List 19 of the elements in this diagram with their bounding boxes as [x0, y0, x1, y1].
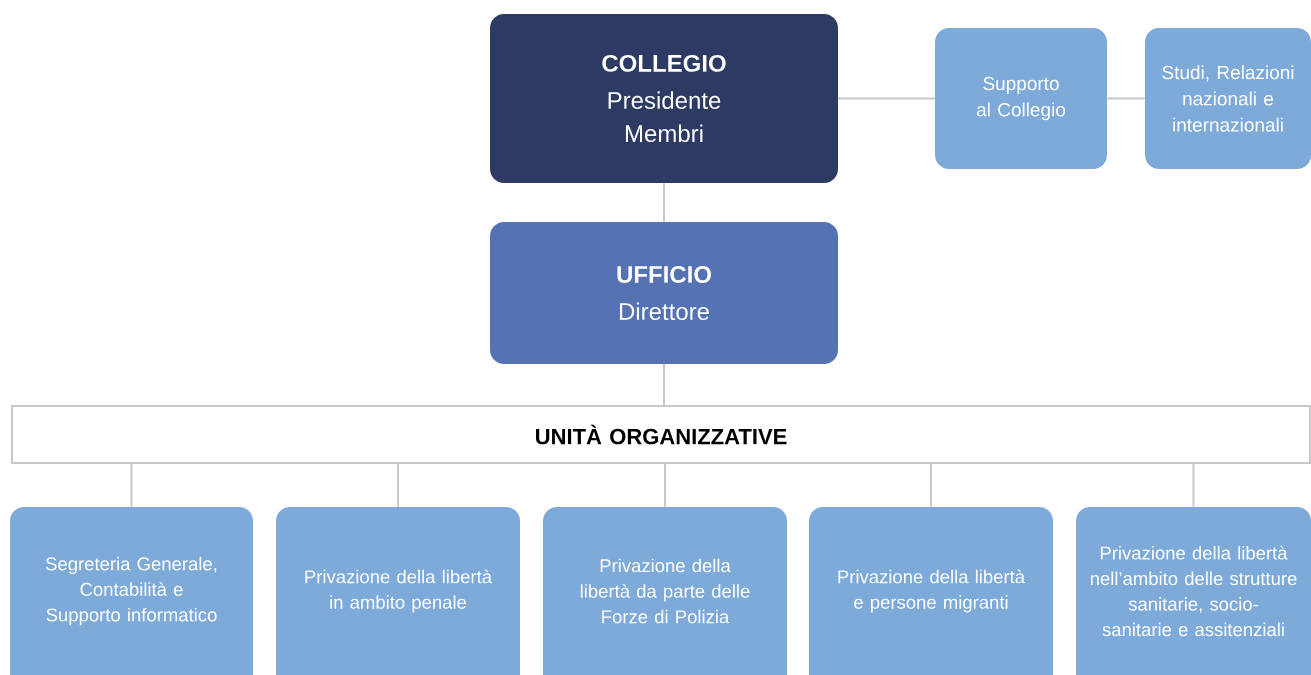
connector-line	[664, 463, 666, 508]
unit-box: Privazione della libertà in ambito penale	[276, 507, 520, 675]
unit-box: Studi, Relazioni nazionali e internazionali	[1145, 28, 1311, 169]
connector-line	[930, 463, 932, 508]
connector-line	[397, 463, 399, 508]
connector-line	[1192, 463, 1195, 508]
connector-line	[663, 182, 665, 223]
council-box: COLLEGIO Presidente Membri	[490, 14, 838, 183]
unit-box: Segreteria Generale, Contabilità e Supporto informatico	[10, 507, 253, 675]
unit-box: Privazione della libertà da parte delle Forze di Polizia	[543, 507, 787, 675]
connector-line	[130, 463, 133, 508]
connector-line	[1106, 97, 1146, 100]
unit-box: Supporto al Collegio	[935, 28, 1107, 169]
unit-box: Privazione della libertà nell’ambito delle strutture sanitarie, socio-sanitarie e assitenziali	[1076, 507, 1311, 675]
section-band: UNITÀ ORGANIZZATIVE	[11, 405, 1311, 464]
office-box: UFFICIO Direttore	[490, 222, 838, 364]
connector-line	[837, 97, 936, 100]
unit-box: Privazione della libertà e persone migranti	[809, 507, 1053, 675]
connector-line	[663, 363, 665, 406]
